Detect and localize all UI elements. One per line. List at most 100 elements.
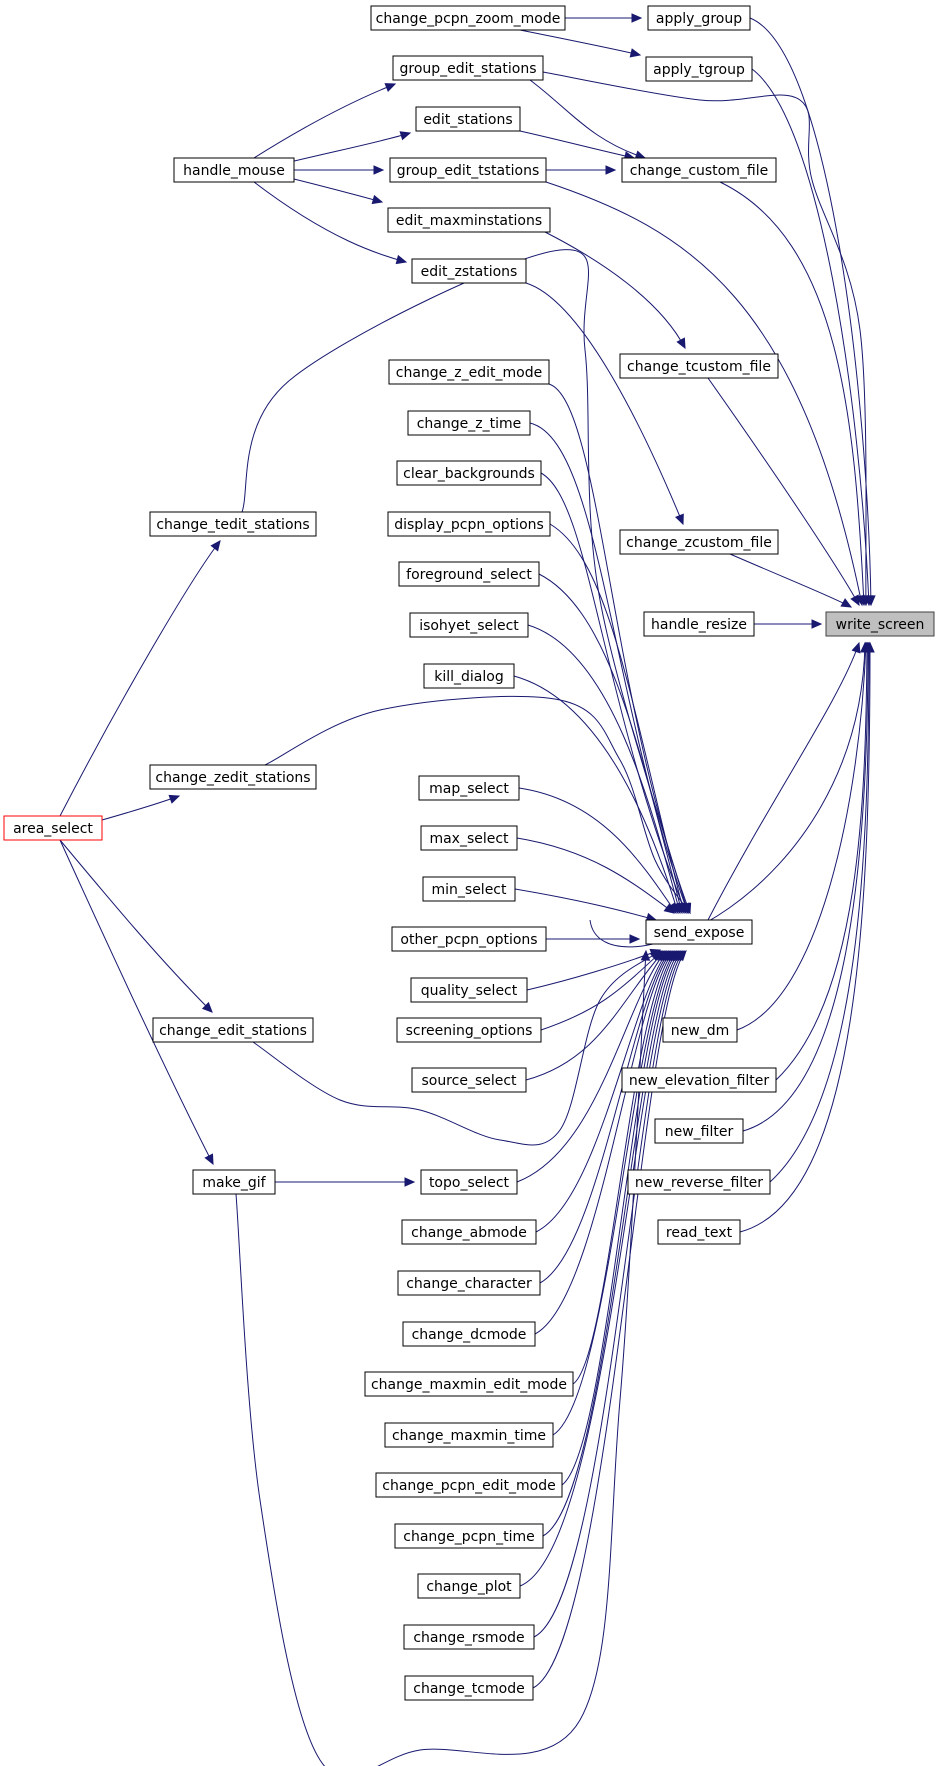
node-group-edit-tstations[interactable]: group_edit_tstations [389, 157, 547, 183]
edge-change_tcmode-to-send_expose [532, 950, 687, 1689]
edge-topo_select-to-send_expose [516, 950, 667, 1183]
node-new-elevation-filter[interactable]: new_elevation_filter [621, 1067, 777, 1093]
node-apply-group[interactable]: apply_group [647, 5, 751, 31]
node-edit-stations[interactable]: edit_stations [415, 106, 521, 132]
edge-min_select-to-send_expose [514, 888, 658, 923]
node-change-character[interactable]: change_character [397, 1270, 541, 1296]
edge-max_select-to-send_expose [516, 837, 675, 914]
arrow-head-icon [851, 641, 861, 654]
node-label: change_z_time [417, 416, 522, 432]
node-box [398, 561, 540, 587]
node-box [420, 825, 518, 851]
node-edit-zstations[interactable]: edit_zstations [411, 258, 527, 284]
node-change-dcmode[interactable]: change_dcmode [402, 1321, 536, 1347]
node-edit-maxminstations[interactable]: edit_maxminstations [387, 207, 551, 233]
node-change-rsmode[interactable]: change_rsmode [403, 1624, 535, 1650]
node-box [411, 1067, 527, 1093]
node-label: handle_mouse [183, 163, 285, 179]
node-handle-resize[interactable]: handle_resize [643, 611, 755, 637]
node-label: handle_resize [651, 617, 747, 633]
edge-line [516, 950, 667, 1183]
node-map-select[interactable]: map_select [418, 775, 520, 801]
node-change-pcpn-edit-mode[interactable]: change_pcpn_edit_mode [375, 1472, 563, 1498]
node-handle-mouse[interactable]: handle_mouse [173, 157, 295, 183]
node-label: change_tcustom_file [627, 359, 771, 375]
edge-handle_mouse-to-group_edit_tstations [294, 165, 385, 175]
node-group-edit-stations[interactable]: group_edit_stations [392, 55, 544, 81]
node-change-z-time[interactable]: change_z_time [407, 410, 531, 436]
edge-edit_zstations-to-change_zcustom_file [525, 282, 684, 526]
node-change-maxmin-edit-mode[interactable]: change_maxmin_edit_mode [364, 1371, 574, 1397]
node-change-maxmin-time[interactable]: change_maxmin_time [384, 1422, 554, 1448]
arrow-head-icon [865, 641, 875, 653]
node-change-edit-stations[interactable]: change_edit_stations [152, 1017, 314, 1043]
node-label: map_select [429, 781, 509, 797]
node-foreground-select[interactable]: foreground_select [398, 561, 540, 587]
edge-line [252, 950, 661, 1146]
edge-new_elevation_filter-to-write_screen [775, 641, 872, 1081]
arrow-head-icon [399, 131, 412, 141]
edge-line [513, 675, 679, 914]
edge-line [235, 950, 647, 1766]
node-other-pcpn-options[interactable]: other_pcpn_options [391, 926, 547, 952]
edge-area_select-to-make_gif [59, 839, 214, 1166]
node-screening-options[interactable]: screening_options [396, 1017, 542, 1043]
node-send-expose[interactable]: send_expose [645, 919, 753, 945]
node-quality-select[interactable]: quality_select [410, 977, 528, 1003]
node-read-text[interactable]: read_text [657, 1219, 741, 1245]
node-display-pcpn-options[interactable]: display_pcpn_options [387, 511, 551, 537]
node-box [643, 611, 755, 637]
node-label: change_plot [426, 1579, 512, 1595]
node-min-select[interactable]: min_select [422, 876, 516, 902]
node-label: change_rsmode [413, 1630, 524, 1646]
node-source-select[interactable]: source_select [411, 1067, 527, 1093]
node-area-select[interactable]: area_select [3, 815, 103, 841]
node-apply-tgroup[interactable]: apply_tgroup [645, 56, 753, 82]
arrow-head-icon [811, 619, 823, 629]
edge-display_pcpn_options-to-send_expose [549, 523, 687, 915]
edge-send_expose-to-write_screen [707, 641, 861, 921]
node-new-dm[interactable]: new_dm [662, 1017, 738, 1043]
node-change-z-edit-mode[interactable]: change_z_edit_mode [388, 359, 550, 385]
node-label: new_elevation_filter [629, 1073, 770, 1089]
node-box [418, 775, 520, 801]
node-new-reverse-filter[interactable]: new_reverse_filter [627, 1169, 771, 1195]
edge-line [572, 950, 675, 1385]
node-write-screen[interactable]: write_screen [825, 611, 935, 637]
node-change-pcpn-zoom-mode[interactable]: change_pcpn_zoom_mode [370, 5, 566, 31]
edge-line [544, 231, 686, 349]
node-label: send_expose [654, 925, 745, 941]
node-change-zcustom-file[interactable]: change_zcustom_file [619, 529, 779, 555]
node-change-tcustom-file[interactable]: change_tcustom_file [619, 353, 779, 379]
node-label: change_zedit_stations [155, 770, 310, 786]
edge-line [533, 950, 685, 1638]
node-max-select[interactable]: max_select [420, 825, 518, 851]
edge-line [519, 130, 635, 159]
edge-line [525, 282, 684, 525]
node-make-gif[interactable]: make_gif [192, 1169, 276, 1195]
node-box [657, 1219, 741, 1245]
node-label: screening_options [406, 1023, 533, 1039]
node-change-custom-file[interactable]: change_custom_file [621, 157, 777, 183]
node-isohyet-select[interactable]: isohyet_select [409, 612, 529, 638]
arrow-head-icon [605, 165, 617, 175]
node-clear-backgrounds[interactable]: clear_backgrounds [396, 460, 542, 486]
node-topo-select[interactable]: topo_select [420, 1169, 518, 1195]
edge-group_edit_stations-to-write_screen [542, 71, 871, 607]
arrow-head-icon [663, 903, 675, 914]
node-change-tedit-stations[interactable]: change_tedit_stations [149, 511, 317, 537]
node-change-pcpn-time[interactable]: change_pcpn_time [394, 1523, 544, 1549]
node-change-abmode[interactable]: change_abmode [401, 1219, 537, 1245]
node-label: area_select [13, 821, 93, 837]
node-box [411, 258, 527, 284]
node-change-tcmode[interactable]: change_tcmode [404, 1675, 534, 1701]
node-change-zedit-stations[interactable]: change_zedit_stations [149, 764, 317, 790]
node-kill-dialog[interactable]: kill_dialog [423, 663, 515, 689]
edge-handle_resize-to-write_screen [753, 619, 823, 629]
node-change-plot[interactable]: change_plot [417, 1573, 521, 1599]
node-label: isohyet_select [419, 618, 519, 634]
node-box [417, 1573, 521, 1599]
edge-line [241, 249, 689, 914]
node-new-filter[interactable]: new_filter [654, 1118, 744, 1144]
edge-line [535, 950, 669, 1233]
